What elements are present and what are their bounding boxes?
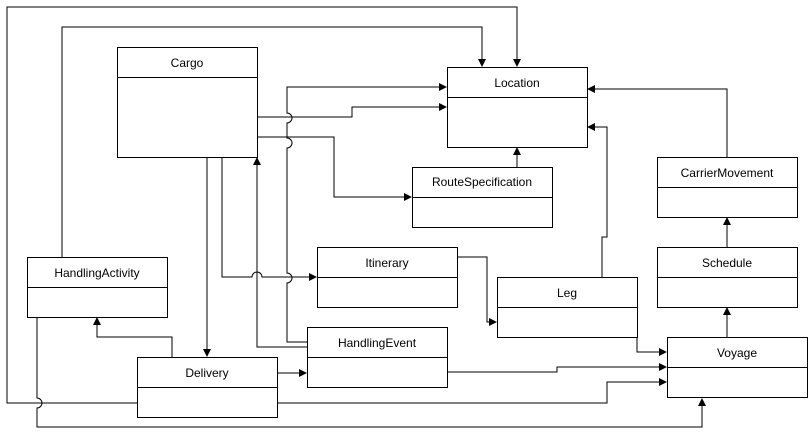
connectors [6, 6, 731, 428]
arrowhead [93, 317, 101, 325]
class-name: HandlingActivity [54, 266, 139, 280]
arrowhead [587, 85, 595, 93]
arrowhead [404, 193, 412, 201]
edge-delivery-voyage [277, 381, 659, 404]
edge-leg-voyage [636, 337, 659, 353]
edge-delivery-location [6, 6, 518, 404]
arrowhead [659, 348, 667, 356]
class-name: Itinerary [365, 256, 408, 270]
edge-delivery-handlingactivity [96, 325, 173, 357]
class-itinerary[interactable]: Itinerary [317, 247, 458, 308]
arrowhead [513, 147, 521, 155]
class-name: CarrierMovement [681, 166, 774, 180]
arrowhead [478, 59, 486, 67]
class-leg[interactable]: Leg [497, 277, 638, 338]
arrowhead [203, 349, 211, 357]
arrowhead [723, 217, 731, 225]
arrowhead [439, 83, 447, 91]
arrowhead [513, 59, 521, 67]
edge-carriermovement-location [595, 88, 728, 157]
class-schedule[interactable]: Schedule [657, 247, 798, 308]
class-route-specification[interactable]: RouteSpecification [412, 167, 553, 228]
edge-cargo-location-1 [257, 106, 439, 118]
class-name: Delivery [185, 366, 228, 380]
class-name: Schedule [702, 256, 752, 270]
class-cargo[interactable]: Cargo [117, 47, 258, 158]
arrowhead [299, 369, 307, 377]
edge-handlingactivity-voyage [36, 317, 703, 428]
edge-handlingevent-location [286, 86, 439, 343]
class-handling-event[interactable]: HandlingEvent [307, 327, 448, 388]
edge-leg-location [595, 126, 608, 277]
class-name: Leg [557, 286, 577, 300]
class-name: Location [494, 76, 539, 90]
arrowhead [723, 307, 731, 315]
arrowhead [489, 318, 497, 326]
arrowhead [439, 103, 447, 111]
arrowhead [698, 398, 706, 406]
class-name: Voyage [717, 346, 757, 360]
edge-itinerary-leg [457, 256, 490, 323]
arrowhead [587, 123, 595, 131]
class-name: HandlingEvent [338, 336, 417, 350]
arrowhead [659, 378, 667, 386]
edge-handlingevent-voyage [447, 366, 659, 373]
class-location[interactable]: Location [447, 67, 588, 148]
arrowhead [253, 157, 261, 165]
class-handling-activity[interactable]: HandlingActivity [27, 257, 168, 318]
class-name: RouteSpecification [432, 175, 532, 189]
edge-handlingactivity-location [61, 26, 483, 257]
class-delivery[interactable]: Delivery [137, 357, 278, 418]
arrowhead [309, 273, 317, 281]
edge-delivery-cargo [256, 165, 307, 348]
class-carrier-movement[interactable]: CarrierMovement [657, 157, 798, 218]
class-name: Cargo [171, 56, 204, 70]
arrowhead [659, 363, 667, 371]
edge-cargo-routespecification [257, 136, 405, 198]
class-voyage[interactable]: Voyage [667, 337, 808, 398]
edge-cargo-itinerary [221, 157, 309, 278]
